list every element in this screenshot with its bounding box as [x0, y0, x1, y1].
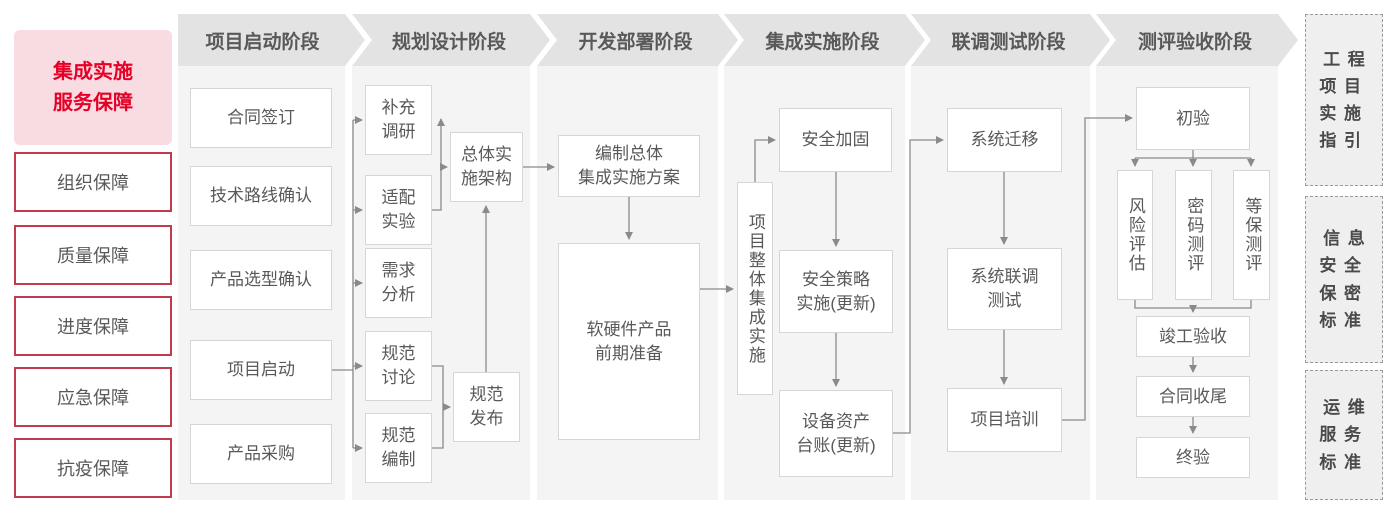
node-final-acceptance: 终验: [1136, 437, 1250, 478]
sidebar-item-org-guarantee: 组织保障: [14, 152, 172, 212]
standard-om-service: 运维 服务 标准: [1305, 370, 1383, 500]
phase-header-acceptance: 测评验收阶段: [1096, 14, 1298, 66]
phase-header-testing: 联调测试阶段: [911, 14, 1110, 66]
node-risk-assessment: 风险评估: [1117, 170, 1153, 300]
node-spec-discussion: 规范 讨论: [365, 331, 432, 401]
node-product-procurement: 产品采购: [190, 424, 332, 484]
standard-engineering-implementation-guide: 工程 项目 实施 指引: [1305, 14, 1383, 186]
node-initial-acceptance: 初验: [1136, 87, 1250, 150]
left-panel-title: 集成实施 服务保障: [14, 30, 172, 145]
node-system-migration: 系统迁移: [947, 108, 1062, 172]
node-project-kickoff: 项目启动: [190, 340, 332, 400]
phase-header-planning: 规划设计阶段: [352, 14, 550, 66]
node-overall-integration-plan: 编制总体 集成实施方案: [558, 135, 700, 197]
phase-header-startup: 项目启动阶段: [178, 14, 365, 66]
node-asset-ledger-update: 设备资产 台账(更新): [779, 390, 893, 477]
sidebar-item-progress-guarantee: 进度保障: [14, 296, 172, 356]
node-crypto-evaluation: 密码测评: [1175, 170, 1212, 300]
phase-header-integration: 集成实施阶段: [724, 14, 925, 66]
node-project-training: 项目培训: [947, 388, 1062, 452]
sidebar-item-emergency-guarantee: 应急保障: [14, 367, 172, 427]
node-requirement-analysis: 需求 分析: [365, 248, 432, 318]
node-contract-signing: 合同签订: [190, 88, 332, 148]
node-spec-release: 规范 发布: [453, 372, 520, 442]
node-adaptation-experiment: 适配 实验: [365, 175, 432, 245]
node-contract-closure: 合同收尾: [1136, 376, 1250, 417]
node-system-joint-testing: 系统联调 测试: [947, 248, 1062, 330]
node-tech-route-confirm: 技术路线确认: [190, 166, 332, 226]
node-supplementary-research: 补充 调研: [365, 85, 432, 155]
node-completion-acceptance: 竣工验收: [1136, 316, 1250, 357]
sidebar-item-epidemic-guarantee: 抗疫保障: [14, 438, 172, 498]
node-overall-architecture: 总体实 施架构: [450, 132, 523, 202]
node-mlps-evaluation: 等保测评: [1233, 170, 1270, 300]
sidebar-item-quality-guarantee: 质量保障: [14, 225, 172, 285]
node-product-selection-confirm: 产品选型确认: [190, 250, 332, 310]
node-hw-sw-preparation: 软硬件产品 前期准备: [558, 243, 700, 440]
node-security-hardening: 安全加固: [779, 108, 892, 172]
node-spec-compilation: 规范 编制: [365, 413, 432, 483]
node-security-policy-implementation: 安全策略 实施(更新): [779, 250, 893, 333]
standard-info-security-confidentiality: 信息 安全 保密 标准: [1305, 196, 1383, 363]
node-overall-integration-implementation: 项目整体集成实施: [737, 182, 773, 395]
phase-header-development: 开发部署阶段: [537, 14, 738, 66]
